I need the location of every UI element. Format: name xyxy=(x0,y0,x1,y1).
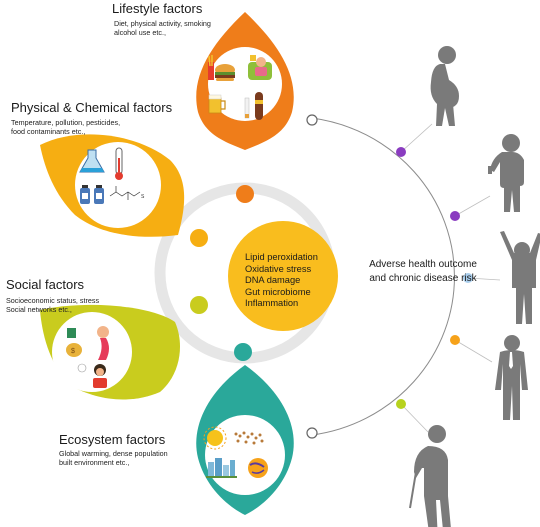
ecosystem-desc-line-2: built environment etc., xyxy=(59,458,130,467)
center-circle xyxy=(228,221,338,331)
ring-dot-yellow xyxy=(190,229,208,247)
mechanism-inflammation: Inflammation xyxy=(245,298,299,309)
ecosystem-petal xyxy=(196,365,294,515)
connector-lines xyxy=(400,123,501,433)
social-desc-line-2: Social networks etc., xyxy=(6,305,72,314)
social-petal: $ xyxy=(40,304,180,400)
ring-dot-teal xyxy=(234,343,252,361)
social-desc: Socioeconomic status, stress Social netw… xyxy=(6,296,99,314)
mechanism-lipid-peroxidation: Lipid peroxidation xyxy=(245,252,318,262)
pesticide-bottles-icon xyxy=(80,185,104,204)
physical-title: Physical & Chemical factors xyxy=(11,100,173,115)
sun-heat-icon xyxy=(203,426,227,450)
physical-desc-line-2: food contaminants etc., xyxy=(11,127,86,136)
lifestyle-title: Lifestyle factors xyxy=(112,1,203,16)
lifestyle-petal xyxy=(196,12,294,150)
lifestyle-desc-line-1: Diet, physical activity, smoking xyxy=(114,19,211,28)
child-arms-up-silhouette xyxy=(500,231,540,324)
arc-start-node xyxy=(306,114,318,126)
arc-dot-orange xyxy=(450,335,460,345)
physical-petal: S xyxy=(40,134,185,237)
mechanism-dna-damage: DNA damage xyxy=(245,275,301,286)
lifestyle-desc-line-2: alcohol use etc., xyxy=(114,28,166,37)
ecosystem-desc: Global warming, dense population built e… xyxy=(59,449,168,467)
arc-dot-green xyxy=(396,399,406,409)
arc-end-node xyxy=(306,427,318,439)
social-desc-line-1: Socioeconomic status, stress xyxy=(6,296,100,305)
person-on-phone-icon xyxy=(77,363,107,388)
businessman-silhouette xyxy=(495,335,528,420)
physical-desc-line-1: Temperature, pollution, pesticides, xyxy=(11,118,121,127)
flask-icon xyxy=(79,149,105,173)
arc-dot-blue xyxy=(463,273,473,283)
lifestyle-desc: Diet, physical activity, smoking alcohol… xyxy=(114,19,211,37)
elderly-cane-silhouette xyxy=(409,425,451,527)
outcome-arc xyxy=(311,117,455,436)
person-on-couch-icon xyxy=(248,55,272,80)
physical-desc: Temperature, pollution, pesticides, food… xyxy=(11,118,120,136)
world-population-icon xyxy=(232,430,266,448)
ring-dot-orange xyxy=(236,185,254,203)
ring-dot-lime xyxy=(190,296,208,314)
planet-icon xyxy=(248,458,268,478)
ecosystem-desc-line-1: Global warming, dense population xyxy=(59,449,168,458)
center-mechanisms: Lipid peroxidation Oxidative stress DNA … xyxy=(245,252,318,310)
ecosystem-title: Ecosystem factors xyxy=(59,432,166,447)
cigarette-cigar-icon xyxy=(244,92,263,120)
mechanism-gut-microbiome: Gut microbiome xyxy=(245,286,311,297)
arc-dot-purple-1 xyxy=(396,147,406,157)
stressed-person-icon xyxy=(97,326,109,360)
outcome-label: Adverse health outcome and chronic disea… xyxy=(369,259,477,284)
svg-text:$: $ xyxy=(71,348,75,355)
thermometer-icon xyxy=(115,147,123,180)
toddler-silhouette xyxy=(488,134,524,212)
arc-dot-purple-2 xyxy=(450,211,460,221)
money-bag-icon: $ xyxy=(66,328,82,357)
mechanism-oxidative-stress: Oxidative stress xyxy=(245,263,312,274)
chemical-structure-icon: S xyxy=(109,186,145,200)
beer-mug-icon xyxy=(208,94,226,114)
burger-fries-icon xyxy=(208,55,235,81)
pregnant-woman-silhouette xyxy=(430,46,459,126)
social-title: Social factors xyxy=(6,277,85,292)
svg-text:S: S xyxy=(141,194,145,200)
city-buildings-icon xyxy=(206,458,237,478)
